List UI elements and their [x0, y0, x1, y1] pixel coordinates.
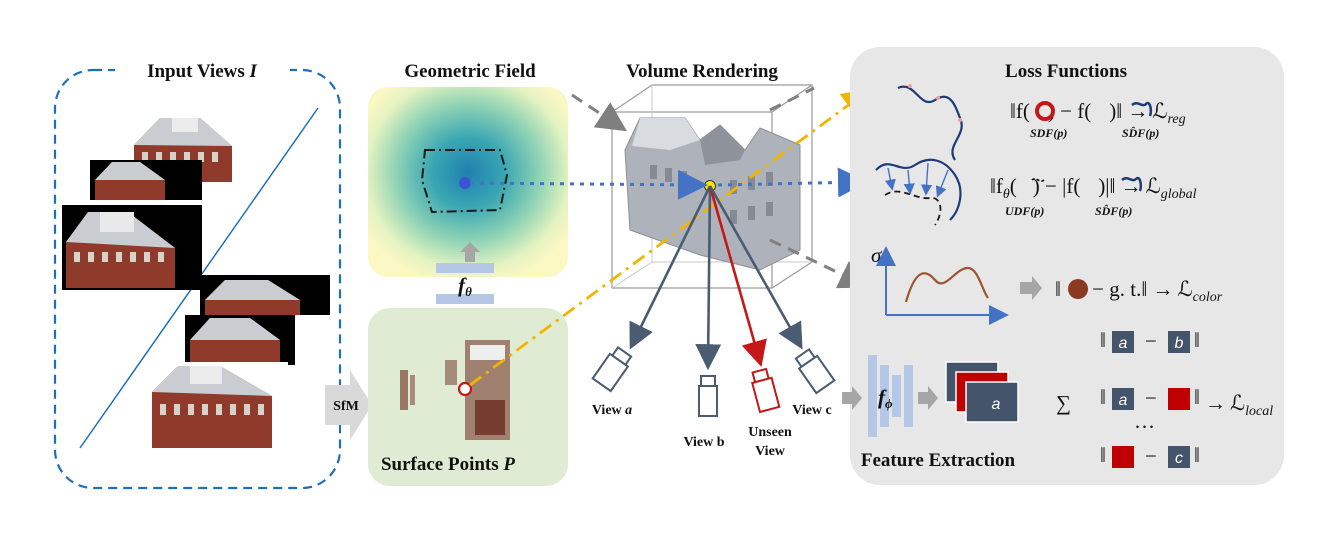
- loss-functions-title: Loss Functions: [1005, 61, 1127, 82]
- volume-to-color-dashed: [769, 238, 870, 289]
- ray-view-a: [629, 185, 712, 350]
- surface-orange-ray: [469, 88, 871, 387]
- local-loss-target: →ℒlocal: [1205, 391, 1273, 419]
- ray-view-b: [695, 185, 722, 371]
- f-theta-label: fθ: [458, 273, 472, 299]
- camera-view-c: [794, 347, 836, 395]
- reg-sdf-hat-icon: [1131, 101, 1153, 117]
- local-row2-red-box: [1168, 388, 1190, 410]
- global-sdf-hat-icon: [1121, 176, 1143, 192]
- reg-sdf-icon: [1035, 101, 1055, 121]
- input-views-panel: Input Views I: [53, 58, 342, 490]
- building-image-3: [62, 205, 202, 290]
- surface-points-panel: Surface Points P: [368, 308, 568, 486]
- global-curve-icon: [875, 158, 962, 221]
- building-image-4: [200, 275, 330, 315]
- local-row1-minus: −: [1145, 329, 1157, 353]
- building-image-5: [185, 315, 295, 365]
- feature-input-arrow: [842, 386, 862, 410]
- ray-view-c: [708, 185, 803, 350]
- feature-extraction-title: Feature Extraction: [861, 450, 1016, 471]
- local-row1-a-box: [1112, 331, 1134, 353]
- color-loss-arrow: [1020, 276, 1042, 300]
- global-udf-sub: UDF(p): [1005, 204, 1044, 218]
- building-image-6: [148, 362, 288, 450]
- input-views-title: Input Views I: [147, 61, 257, 82]
- local-row2-a-box: [1112, 388, 1134, 410]
- color-dot-icon: [1068, 279, 1088, 299]
- local-sum: ∑: [1056, 391, 1071, 415]
- local-row1-b-box: [1168, 331, 1190, 353]
- geometric-field-panel: [368, 87, 568, 277]
- sfm-arrow: SfM: [325, 370, 372, 440]
- local-row3-left-bars: ‖: [1100, 443, 1106, 467]
- feature-map-letter: a: [992, 396, 1001, 413]
- reg-sdf-sub: SDF(p): [1030, 126, 1067, 140]
- density-curve: [904, 266, 989, 303]
- global-sdf-hat-sub: SD̂F(p): [1095, 204, 1132, 218]
- local-row2-right-bars: ‖: [1194, 385, 1200, 409]
- sfm-label: SfM: [333, 399, 359, 414]
- surface-points-title: Surface Points P: [381, 454, 515, 475]
- local-row3-red-box: [1112, 446, 1134, 468]
- camera-view-a: [591, 345, 633, 393]
- reg-loss-formula: ‖f() − f()‖ →ℒreg: [1010, 99, 1186, 127]
- feature-output-arrow: [918, 386, 938, 410]
- local-loss-block: ‖ a − b ‖ ∑ ‖ a − ‖ →ℒlocal … ‖ − c ‖: [1056, 328, 1273, 468]
- local-row3-c: c: [1175, 450, 1183, 467]
- feature-maps: a: [945, 361, 1019, 423]
- volume-to-loss-dashed: [769, 86, 815, 112]
- building-image-2: [90, 160, 202, 200]
- sigma-axis-label: σ: [871, 243, 883, 267]
- local-row1-left-bars: ‖: [1100, 328, 1106, 352]
- f-phi-label: fϕ: [878, 385, 893, 411]
- query-ray-dotted: [469, 169, 708, 200]
- view-b-label: View b: [683, 435, 724, 450]
- query-point: [459, 177, 471, 189]
- loss-functions-panel: Loss Functions ‖f() − f()‖ →ℒreg SDF(p) …: [842, 47, 1284, 485]
- global-udf-icon: [1031, 177, 1045, 183]
- view-c-label: View c: [792, 403, 832, 418]
- input-views-border: [53, 68, 342, 490]
- reg-curve-icon: [897, 85, 963, 161]
- geometric-field-title: Geometric Field: [404, 61, 536, 82]
- surface-point-marker: [457, 381, 473, 397]
- local-row3-right-bars: ‖: [1194, 443, 1200, 467]
- camera-unseen: [751, 367, 781, 414]
- volume-rendering-title: Volume Rendering: [626, 61, 778, 82]
- local-dots: …: [1134, 409, 1155, 433]
- reg-sdf-hat-sub: SD̂F(p): [1122, 126, 1159, 140]
- color-loss-formula: ‖ − g. t.‖ →ℒcolor: [1055, 277, 1223, 305]
- local-row1-b: b: [1175, 335, 1184, 352]
- view-a-label: View a: [592, 403, 632, 418]
- ray-unseen: [708, 185, 767, 368]
- geo-to-volume-dashed: [571, 93, 628, 132]
- unseen-view-label-1: Unseen: [748, 425, 792, 440]
- global-loss-ray-dotted: [717, 167, 868, 198]
- local-row1-a: a: [1119, 335, 1128, 352]
- unseen-view-label-2: View: [755, 444, 786, 459]
- global-loss-formula: ‖fθ() − |f()|‖ →ℒglobal: [990, 174, 1197, 202]
- local-row2-a: a: [1119, 392, 1128, 409]
- local-row2-left-bars: ‖: [1100, 385, 1106, 409]
- level-set-contour: [420, 149, 509, 214]
- point-cloud: [400, 340, 510, 440]
- camera-view-b: [698, 375, 718, 417]
- input-views-title-bg: [115, 58, 290, 84]
- local-row3-c-box: [1168, 446, 1190, 468]
- local-row1-right-bars: ‖: [1194, 328, 1200, 352]
- local-row3-minus: −: [1145, 444, 1157, 468]
- f-phi-network: fϕ: [868, 355, 913, 437]
- local-row2-minus: −: [1145, 386, 1157, 410]
